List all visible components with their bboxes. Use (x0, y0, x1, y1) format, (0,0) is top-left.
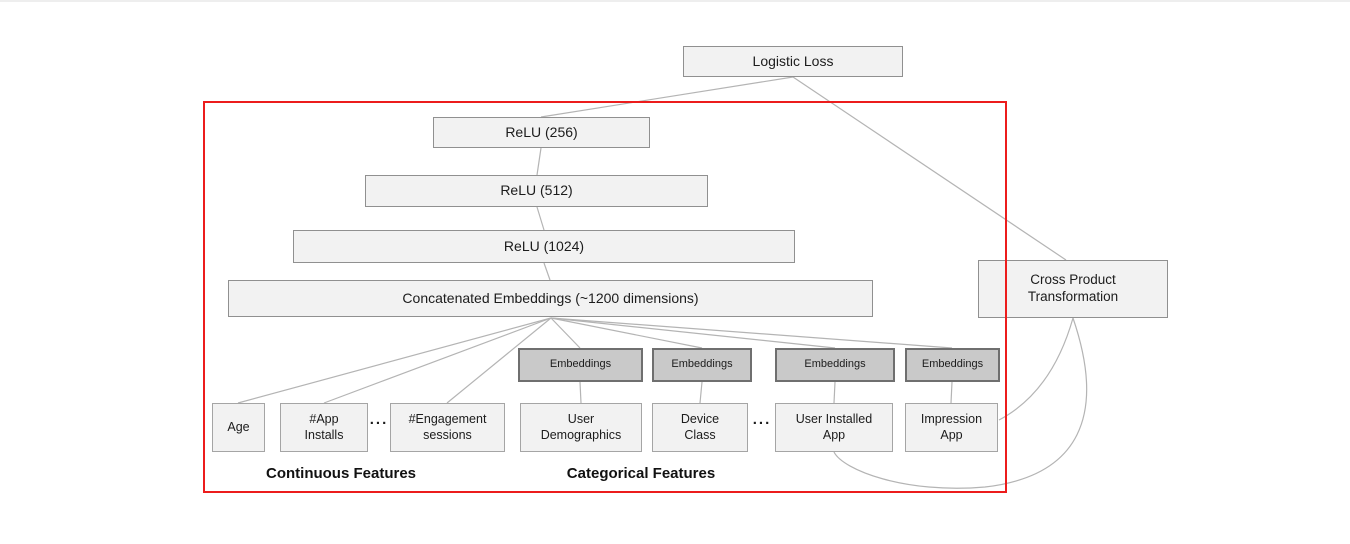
node-concatenated-embeddings: Concatenated Embeddings (~1200 dimension… (228, 280, 873, 317)
edge-relu256-relu512 (536, 147, 542, 176)
node-concatenated-embeddings-label: Concatenated Embeddings (~1200 dimension… (402, 289, 699, 306)
edge-concat-embeddings1 (550, 317, 581, 349)
categorical-features-label: Categorical Features (566, 465, 716, 482)
node-embeddings-device-class: Embeddings (652, 348, 752, 382)
node-relu-256: ReLU (256) (433, 117, 650, 148)
node-embeddings-impression-app: Embeddings (905, 348, 1000, 382)
node-embeddings-user-demographics: Embeddings (518, 348, 643, 382)
edge-cross-product-impression-app (998, 317, 1074, 421)
node-logistic-loss-label: Logistic Loss (752, 52, 834, 69)
node-device-class-label: Device Class (680, 411, 720, 442)
edge-embeddings4-impression-app (950, 381, 953, 404)
edge-cross-product-user-installed-app (833, 317, 1088, 489)
node-engagement-sessions-label: #Engagement sessions (408, 411, 487, 442)
node-user-installed-app-label: User Installed App (795, 411, 873, 442)
embeddings-label: Embeddings (921, 358, 984, 371)
node-user-demographics: User Demographics (520, 403, 642, 452)
node-relu-1024: ReLU (1024) (293, 230, 795, 263)
edge-loss-to-cross-product (792, 76, 1067, 261)
node-age-label: Age (227, 419, 250, 434)
edge-relu1024-concat (543, 262, 551, 281)
node-embeddings-user-installed-app: Embeddings (775, 348, 895, 382)
continuous-features-label: Continuous Features (265, 465, 417, 482)
node-age: Age (212, 403, 265, 452)
embeddings-label: Embeddings (549, 358, 612, 371)
edge-concat-app-installs (323, 317, 552, 404)
edge-loss-to-relu256 (540, 76, 794, 118)
edge-embeddings3-user-installed-app (833, 381, 836, 404)
node-relu-512: ReLU (512) (365, 175, 708, 207)
ellipsis-continuous: ... (369, 411, 389, 428)
node-app-installs-label: #App Installs (304, 411, 344, 442)
node-relu-1024-label: ReLU (1024) (503, 237, 585, 254)
node-impression-app: Impression App (905, 403, 998, 452)
node-device-class: Device Class (652, 403, 748, 452)
node-user-installed-app: User Installed App (775, 403, 893, 452)
node-relu-256-label: ReLU (256) (505, 123, 578, 140)
edge-concat-embeddings2 (550, 317, 703, 349)
embeddings-label: Embeddings (804, 358, 866, 371)
edge-concat-embeddings3 (550, 317, 836, 349)
edge-concat-age (237, 317, 552, 404)
edge-embeddings1-user-demographics (579, 381, 582, 404)
edge-concat-embeddings4 (550, 317, 953, 349)
ellipsis-categorical: ... (752, 411, 772, 428)
node-cross-product-transformation: Cross Product Transformation (978, 260, 1168, 318)
edge-embeddings2-device-class (699, 381, 703, 404)
node-relu-512-label: ReLU (512) (500, 182, 573, 199)
edge-relu512-relu1024 (536, 206, 545, 231)
node-app-installs: #App Installs (280, 403, 368, 452)
page-top-border (0, 0, 1350, 2)
node-engagement-sessions: #Engagement sessions (390, 403, 505, 452)
edge-concat-engagement (446, 317, 552, 404)
node-user-demographics-label: User Demographics (540, 411, 622, 442)
node-logistic-loss: Logistic Loss (683, 46, 903, 77)
node-cross-product-transformation-label: Cross Product Transformation (1027, 272, 1119, 304)
embeddings-label: Embeddings (671, 358, 733, 371)
node-impression-app-label: Impression App (920, 411, 983, 442)
